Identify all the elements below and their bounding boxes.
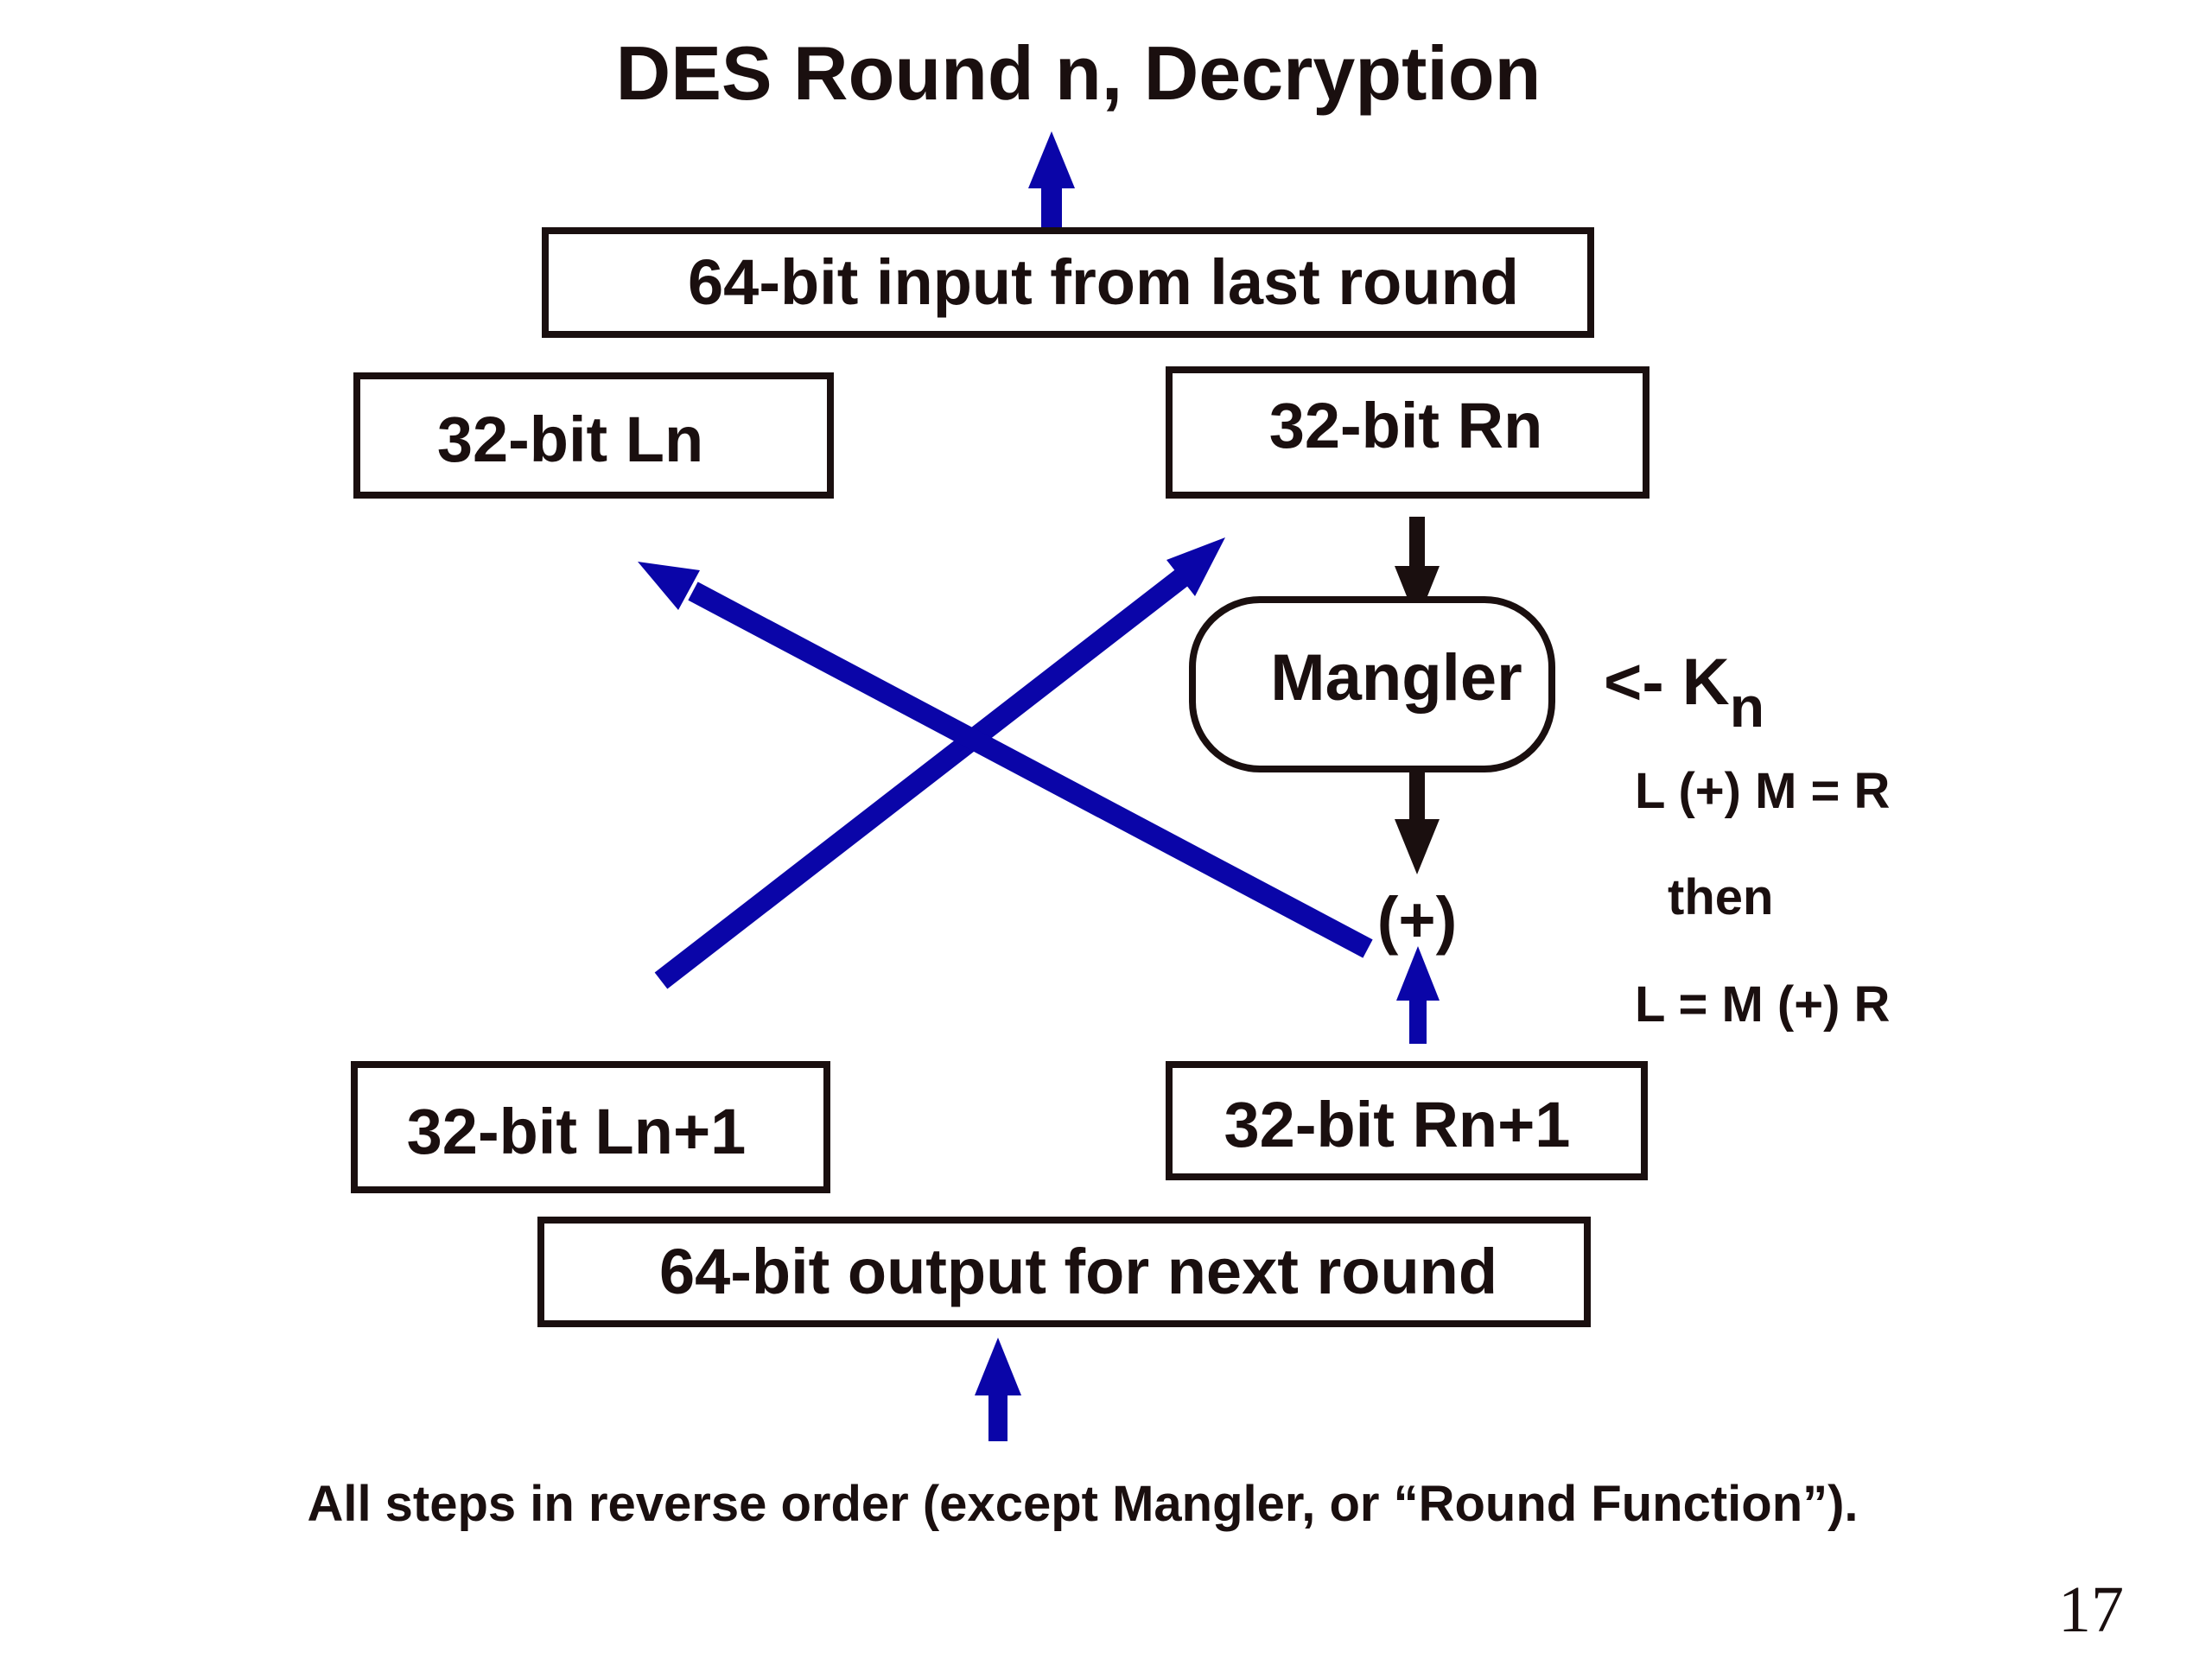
note-line-3: L = M (+) R xyxy=(1635,976,1890,1033)
arrow-rn1-to-xor xyxy=(1396,946,1440,1044)
ln-label: 32-bit Ln xyxy=(437,404,703,475)
note-line-1: L (+) M = R xyxy=(1635,763,1890,819)
ln1-label: 32-bit Ln+1 xyxy=(407,1096,747,1167)
arrow-mangler-to-xor xyxy=(1395,771,1440,874)
slide-title: DES Round n, Decryption xyxy=(616,30,1541,116)
output-64-box: 64-bit output for next round xyxy=(537,1217,1591,1327)
key-input-label: <- Kn xyxy=(1604,645,1764,739)
mangler-label: Mangler xyxy=(1270,641,1522,715)
xor-symbol: (+) xyxy=(1377,884,1458,956)
ln-box: 32-bit Ln xyxy=(353,372,834,499)
rn1-box: 32-bit Rn+1 xyxy=(1166,1061,1648,1180)
arrow-up-to-title xyxy=(1028,131,1075,232)
output-64-label: 64-bit output for next round xyxy=(659,1236,1497,1307)
input-64-label: 64-bit input from last round xyxy=(688,246,1519,318)
input-64-box: 64-bit input from last round xyxy=(542,227,1594,338)
rn-label: 32-bit Rn xyxy=(1269,390,1543,461)
arrow-up-to-output xyxy=(975,1338,1021,1441)
rn1-label: 32-bit Rn+1 xyxy=(1224,1089,1571,1160)
note-line-2: then xyxy=(1668,869,1773,925)
mangler-box: Mangler xyxy=(1189,596,1555,772)
arrow-rn-to-mangler xyxy=(1395,517,1440,622)
arrow-ln1-to-rn xyxy=(654,537,1225,989)
page-number: 17 xyxy=(2058,1573,2124,1646)
footer-note: All steps in reverse order (except Mangl… xyxy=(307,1476,1858,1532)
arrow-xor-to-ln xyxy=(638,562,1373,958)
ln1-box: 32-bit Ln+1 xyxy=(351,1061,830,1193)
rn-box: 32-bit Rn xyxy=(1166,366,1649,499)
